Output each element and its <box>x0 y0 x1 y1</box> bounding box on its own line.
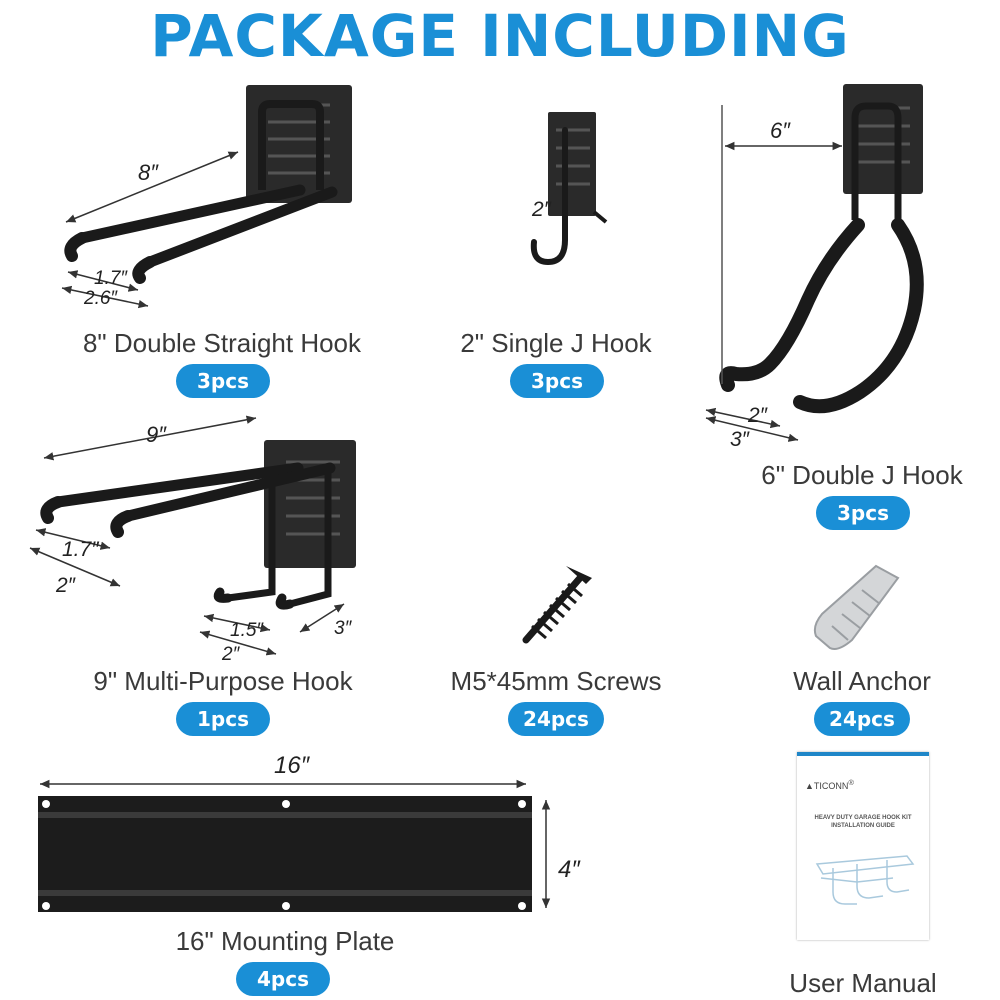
double-j-hook-image <box>705 84 924 442</box>
multi-purpose-hook-qty-badge: 1pcs <box>176 702 270 736</box>
dim-16in: 16″ <box>274 752 310 779</box>
multi-purpose-hook-image <box>29 415 356 656</box>
double-j-hook-label: 6" Double J Hook <box>761 460 963 490</box>
single-j-hook-image <box>530 112 608 266</box>
double-j-hook-qty-badge: 3pcs <box>816 496 910 530</box>
multi-purpose-hook-label: 9" Multi-Purpose Hook <box>93 666 353 696</box>
dim-2in-double-j: 2″ <box>748 404 768 427</box>
double-straight-hook-qty-badge: 3pcs <box>176 364 270 398</box>
manual-hook-diagram <box>815 855 915 905</box>
dim-6in: 6″ <box>770 118 791 143</box>
user-manual-booklet: ▲TICONN® HEAVY DUTY GARAGE HOOK KIT INST… <box>797 752 929 940</box>
manual-title: HEAVY DUTY GARAGE HOOK KIT INSTALLATION … <box>814 815 912 829</box>
manual-brand: ▲TICONN® <box>805 778 854 791</box>
double-straight-hook-image <box>61 85 352 309</box>
dim-4in: 4″ <box>558 856 580 883</box>
user-manual-label: User Manual <box>789 968 937 998</box>
single-j-hook-qty-badge: 3pcs <box>510 364 604 398</box>
dim-8in: 8″ <box>138 160 159 185</box>
mounting-plate-image <box>38 779 551 912</box>
screws-qty-badge: 24pcs <box>508 702 604 736</box>
wall-anchor-qty-badge: 24pcs <box>814 702 910 736</box>
dim-1-7in: 1.7″ <box>94 268 128 289</box>
wall-anchor-image <box>813 564 900 650</box>
dim-2in-single-j: 2″ <box>532 198 552 221</box>
dim-1-5in-mp: 1.5″ <box>230 620 264 641</box>
wall-anchor-label: Wall Anchor <box>793 666 931 696</box>
dim-2in-mp: 2″ <box>56 574 76 597</box>
dim-3in-double-j: 3″ <box>730 428 750 451</box>
dim-1-7in-mp: 1.7″ <box>62 538 99 561</box>
mounting-plate-qty-badge: 4pcs <box>236 962 330 996</box>
page-title: PACKAGE INCLUDING <box>150 2 850 70</box>
screw-image <box>522 566 592 644</box>
dim-9in: 9″ <box>146 422 167 447</box>
single-j-hook-label: 2" Single J Hook <box>460 328 652 358</box>
dim-2in-mp-base: 2″ <box>222 644 240 665</box>
double-straight-hook-label: 8" Double Straight Hook <box>82 328 362 358</box>
screws-label: M5*45mm Screws <box>450 666 662 696</box>
dim-3in-mp: 3″ <box>334 618 352 639</box>
dim-2-6in: 2.6″ <box>84 288 118 309</box>
mounting-plate-label: 16" Mounting Plate <box>175 926 395 956</box>
